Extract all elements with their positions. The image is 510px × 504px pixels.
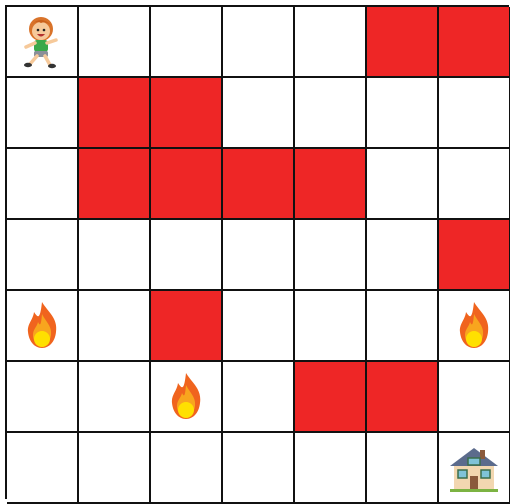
house-icon	[446, 440, 502, 496]
fire-icon	[158, 369, 214, 425]
grid-cell	[223, 220, 295, 291]
blocked-cell	[151, 78, 223, 149]
grid-cell	[151, 433, 223, 504]
grid-cell	[367, 220, 439, 291]
running-boy-icon	[14, 14, 70, 70]
blocked-cell	[79, 78, 151, 149]
blocked-cell	[151, 291, 223, 362]
blocked-cell	[295, 149, 367, 220]
grid-cell	[439, 78, 510, 149]
grid-cell	[295, 7, 367, 78]
grid-cell	[439, 291, 510, 362]
grid-cell	[367, 149, 439, 220]
blocked-cell	[367, 7, 439, 78]
grid-cell	[7, 7, 79, 78]
grid-cell	[79, 362, 151, 433]
grid-cell	[7, 362, 79, 433]
grid-cell	[223, 78, 295, 149]
grid-cell	[151, 7, 223, 78]
blocked-cell	[439, 220, 510, 291]
grid-cell	[367, 433, 439, 504]
fire-icon	[446, 298, 502, 354]
fire-icon	[14, 298, 70, 354]
game-grid	[5, 5, 509, 499]
grid-cell	[79, 433, 151, 504]
grid-cell	[223, 7, 295, 78]
grid-cell	[439, 362, 510, 433]
grid-cell	[7, 220, 79, 291]
grid-cell	[151, 220, 223, 291]
grid-cell	[7, 433, 79, 504]
grid-cell	[295, 220, 367, 291]
grid-cell	[367, 291, 439, 362]
blocked-cell	[367, 362, 439, 433]
grid-cell	[295, 291, 367, 362]
grid-cell	[7, 78, 79, 149]
grid-cell	[7, 149, 79, 220]
grid-cell	[223, 362, 295, 433]
blocked-cell	[295, 362, 367, 433]
blocked-cell	[151, 149, 223, 220]
grid-cell	[7, 291, 79, 362]
blocked-cell	[223, 149, 295, 220]
grid-cell	[79, 291, 151, 362]
blocked-cell	[439, 7, 510, 78]
grid-cell	[223, 433, 295, 504]
blocked-cell	[79, 149, 151, 220]
grid-cell	[439, 149, 510, 220]
grid-cell	[295, 433, 367, 504]
grid-cell	[79, 220, 151, 291]
grid-cell	[223, 291, 295, 362]
grid-cell	[295, 78, 367, 149]
grid-cell	[151, 362, 223, 433]
grid-cell	[367, 78, 439, 149]
grid-cell	[79, 7, 151, 78]
grid-cell	[439, 433, 510, 504]
